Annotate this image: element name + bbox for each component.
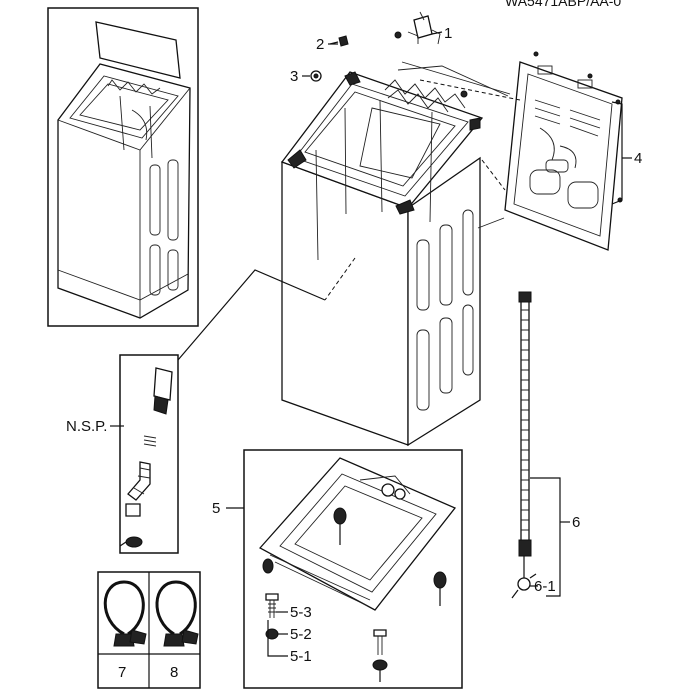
main-cabinet — [280, 71, 484, 447]
label-part-5-3: 5-3 — [290, 604, 312, 621]
hinge-bracket — [407, 11, 441, 45]
long-hose — [511, 291, 537, 599]
inset-cabinet-box — [47, 7, 199, 327]
label-part-6: 6 — [572, 514, 580, 531]
label-part-6-1: 6-1 — [534, 578, 556, 595]
clip-part-3 — [310, 70, 322, 82]
nsp-drain-hose-box — [119, 354, 179, 554]
label-part-2: 2 — [316, 36, 324, 53]
label-part-5-1: 5-1 — [290, 648, 312, 665]
label-part-1: 1 — [444, 25, 452, 42]
label-part-3: 3 — [290, 68, 298, 85]
label-part-8: 8 — [170, 664, 178, 681]
label-part-5-2: 5-2 — [290, 626, 312, 643]
base-frame-box — [243, 449, 463, 689]
label-part-7: 7 — [118, 664, 126, 681]
label-part-4: 4 — [634, 150, 642, 167]
label-part-5: 5 — [212, 500, 220, 517]
model-header: WA5471ABP/AA-0 — [505, 0, 621, 9]
inlet-hoses-box — [97, 571, 201, 689]
back-panel — [419, 51, 623, 251]
label-nsp: N.S.P. — [66, 418, 107, 435]
